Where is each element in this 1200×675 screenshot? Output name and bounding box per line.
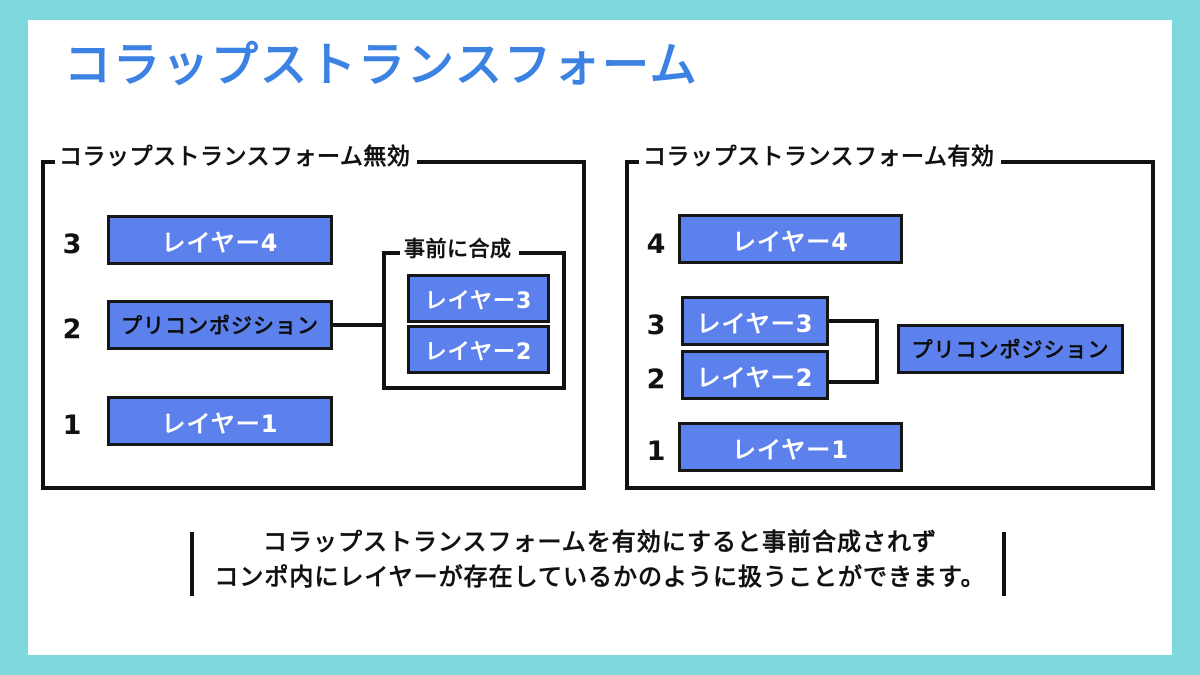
caption-line-2: コンポ内にレイヤーが存在しているかのように扱うことができます。 [214,562,986,591]
group-item-layer3[interactable]: レイヤー3 [407,274,550,323]
connector-precomp-to-group [333,323,384,327]
layer-index-4-right: 4 [646,229,666,260]
panel-collapse-disabled: コラップストランスフォーム無効 3 レイヤー4 2 プリコンポジション 1 レイ… [41,146,586,490]
layer-box-layer4-left[interactable]: レイヤー4 [107,215,333,265]
caption-rule-right [1002,532,1006,596]
layer-index-2-left: 2 [62,314,82,345]
panel-legend-disabled: コラップストランスフォーム無効 [55,146,418,169]
layer-index-3-left: 3 [62,229,82,260]
panel-collapse-enabled: コラップストランスフォーム有効 4 レイヤー4 3 レイヤー3 2 レイヤー2 … [625,146,1155,490]
layer-index-1-right: 1 [646,436,666,467]
group-pre-composited: 事前に合成 レイヤー3 レイヤー2 [382,239,566,390]
bracket-top-arm [829,319,879,323]
precomp-box-right[interactable]: プリコンポジション [897,324,1124,374]
caption: コラップストランスフォームを有効にすると事前合成されず コンポ内にレイヤーが存在… [188,525,1012,595]
layer-box-layer1-right[interactable]: レイヤー1 [678,422,903,472]
layer-index-2-right: 2 [646,364,666,395]
slide-canvas: コラップストランスフォーム コラップストランスフォーム無効 3 レイヤー4 2 … [28,20,1172,655]
layer-box-layer1-left[interactable]: レイヤー1 [107,396,333,446]
page-title: コラップストランスフォーム [64,38,699,93]
layer-box-layer4-right[interactable]: レイヤー4 [678,214,903,264]
bracket-spine [875,319,879,384]
caption-rule-left [190,532,194,596]
layer-box-layer3-right[interactable]: レイヤー3 [681,296,829,346]
panel-legend-enabled: コラップストランスフォーム有効 [639,146,1002,169]
bracket-bottom-arm [829,380,879,384]
group-legend-pre-composited: 事前に合成 [400,239,519,260]
layer-box-precomp-left[interactable]: プリコンポジション [107,300,333,350]
layer-index-1-left: 1 [62,410,82,441]
group-item-layer2[interactable]: レイヤー2 [407,325,550,374]
layer-index-3-right: 3 [646,310,666,341]
caption-line-1: コラップストランスフォームを有効にすると事前合成されず [262,528,938,556]
layer-box-layer2-right[interactable]: レイヤー2 [681,350,829,400]
